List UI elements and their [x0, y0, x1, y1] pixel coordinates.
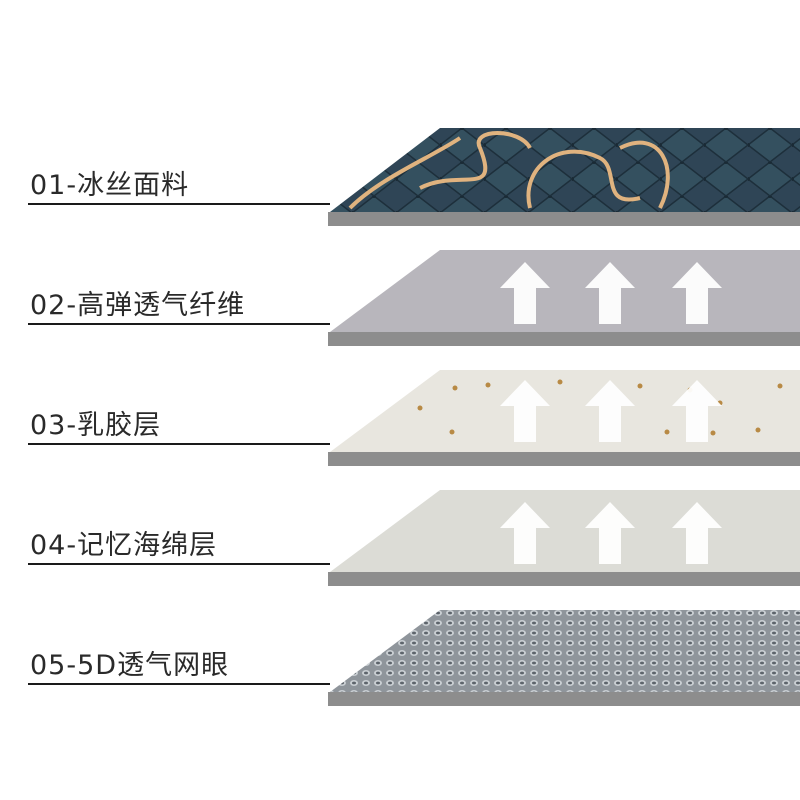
label-underline-4	[28, 563, 330, 565]
layer-label-3: 03-乳胶层	[30, 410, 162, 441]
layer-label-5: 05-5D透气网眼	[30, 650, 230, 681]
latex-layer-with-up-arrows	[328, 370, 800, 466]
label-underline-3	[28, 443, 330, 445]
memory-foam-layer-with-up-arrows	[328, 490, 800, 586]
layer-row-3: 03-乳胶层	[0, 370, 800, 515]
fiber-layer-with-up-arrows	[328, 250, 800, 346]
label-underline-5	[28, 683, 330, 685]
layer-row-2: 02-高弹透气纤维	[0, 250, 800, 395]
quilted-fabric-layer	[328, 128, 800, 226]
mesh-layer	[328, 610, 800, 706]
layer-row-1: 01-冰丝面料	[0, 128, 800, 275]
layer-label-2: 02-高弹透气纤维	[30, 290, 246, 321]
label-underline-1	[28, 203, 330, 205]
layer-label-1: 01-冰丝面料	[30, 170, 190, 201]
layer-row-5: 05-5D透气网眼	[0, 610, 800, 755]
layer-row-4: 04-记忆海绵层	[0, 490, 800, 635]
layer-label-4: 04-记忆海绵层	[30, 530, 218, 561]
label-underline-2	[28, 323, 330, 325]
